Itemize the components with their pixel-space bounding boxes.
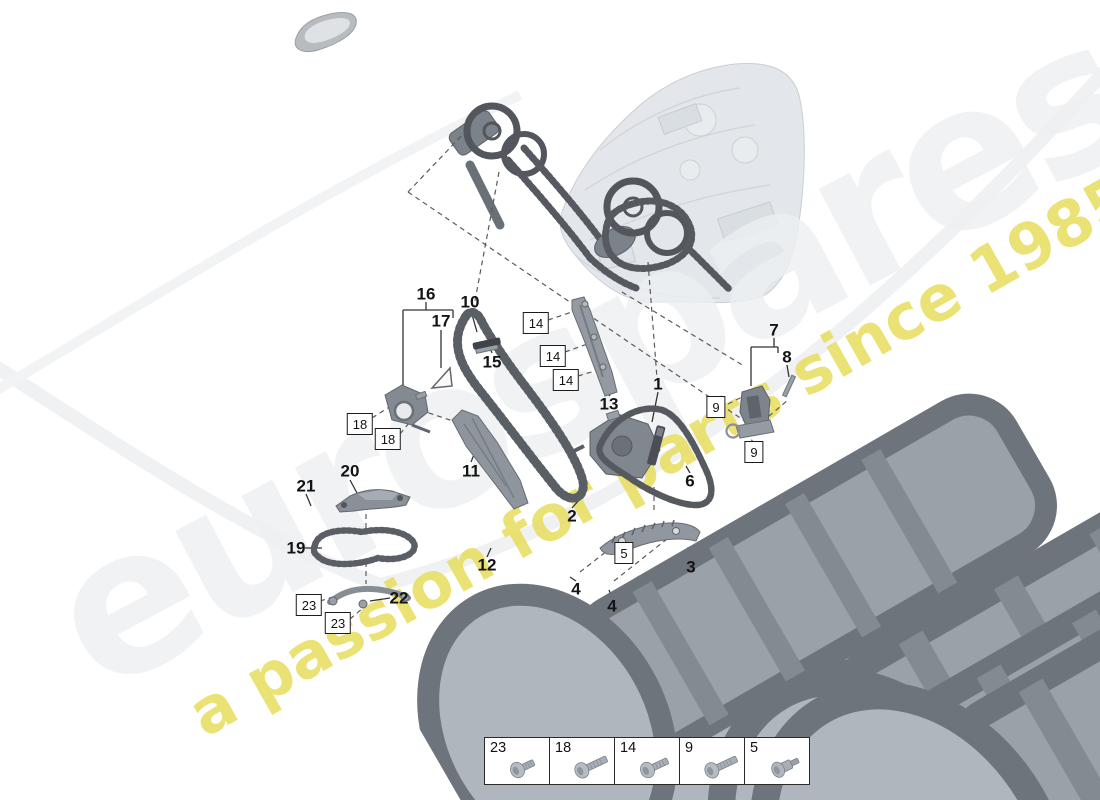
- legend-number: 9: [685, 740, 694, 756]
- guide-rail-13: [571, 296, 618, 397]
- legend-item-14[interactable]: 14: [615, 738, 680, 784]
- fastener-ref-14[interactable]: 14: [539, 345, 567, 367]
- part-ref-2[interactable]: 2: [567, 506, 577, 526]
- part-ref-20[interactable]: 20: [340, 461, 360, 481]
- part-ref-12[interactable]: 12: [477, 555, 497, 575]
- part-ref-4[interactable]: 4: [607, 596, 617, 616]
- legend-item-5[interactable]: 5: [745, 738, 809, 784]
- legend-number: 18: [555, 740, 572, 756]
- rail-6: [647, 425, 666, 466]
- part-ref-10[interactable]: 10: [460, 292, 480, 312]
- tensioning-rail-20: [335, 489, 411, 513]
- screw-long-icon: [696, 751, 742, 783]
- part-ref-19[interactable]: 19: [286, 538, 306, 558]
- legend-item-9[interactable]: 9: [680, 738, 745, 784]
- guide-rail-11: [451, 409, 529, 510]
- fastener-ref-23[interactable]: 23: [295, 594, 323, 616]
- rail-22: [327, 585, 411, 609]
- fastener-ref-9[interactable]: 9: [744, 441, 764, 463]
- screw-long-icon: [566, 751, 612, 783]
- fastener-ref-23[interactable]: 23: [324, 612, 352, 634]
- vehicle-thumbnail[interactable]: [294, 11, 357, 52]
- clip-17: [430, 366, 453, 389]
- part-ref-8[interactable]: 8: [782, 347, 792, 367]
- fastener-ref-14[interactable]: 14: [552, 369, 580, 391]
- watermark-swoosh: [0, 66, 1100, 593]
- timing-chain-10: [453, 307, 588, 503]
- part-ref-22[interactable]: 22: [389, 588, 409, 608]
- part-ref-3[interactable]: 3: [686, 557, 696, 577]
- exploded-parts: [310, 268, 1100, 800]
- fastener-ref-5[interactable]: 5: [614, 542, 634, 564]
- legend-number: 14: [620, 740, 637, 756]
- shoulder-bolt-icon: [761, 751, 807, 783]
- fastener-ref-18[interactable]: 18: [346, 413, 374, 435]
- legend-item-18[interactable]: 18: [550, 738, 615, 784]
- pin-8: [781, 374, 797, 398]
- part-ref-1[interactable]: 1: [653, 374, 663, 394]
- part-ref-16[interactable]: 16: [416, 284, 436, 304]
- screw-medium-icon: [631, 751, 677, 783]
- legend-number: 23: [490, 740, 507, 756]
- part-ref-4[interactable]: 4: [571, 579, 581, 599]
- engine-mounted-cam-chains: [448, 102, 734, 294]
- tensioner-16: [384, 384, 431, 434]
- part-ref-17[interactable]: 17: [431, 311, 451, 331]
- fastener-ref-9[interactable]: 9: [706, 396, 726, 418]
- part-ref-13[interactable]: 13: [599, 394, 619, 414]
- part-ref-15[interactable]: 15: [482, 352, 502, 372]
- drive-chain-19: [310, 526, 418, 568]
- part-ref-6[interactable]: 6: [685, 471, 695, 491]
- part-ref-21[interactable]: 21: [296, 476, 316, 496]
- part-ref-7[interactable]: 7: [769, 320, 779, 340]
- chain-1-cam-adjuster: [571, 405, 715, 509]
- part-ref-11[interactable]: 11: [462, 461, 480, 481]
- fastener-ref-14[interactable]: 14: [522, 312, 550, 334]
- legend-item-23[interactable]: 23: [485, 738, 550, 784]
- screw-short-icon: [501, 751, 547, 783]
- tensioner-7: [725, 385, 775, 439]
- legend-number: 5: [750, 740, 759, 756]
- fastener-legend: 23 18 14 9 5: [484, 737, 810, 785]
- rail-pad-15: [472, 337, 501, 354]
- fastener-ref-18[interactable]: 18: [374, 428, 402, 450]
- watermark-swoosh-upper: [0, 90, 523, 394]
